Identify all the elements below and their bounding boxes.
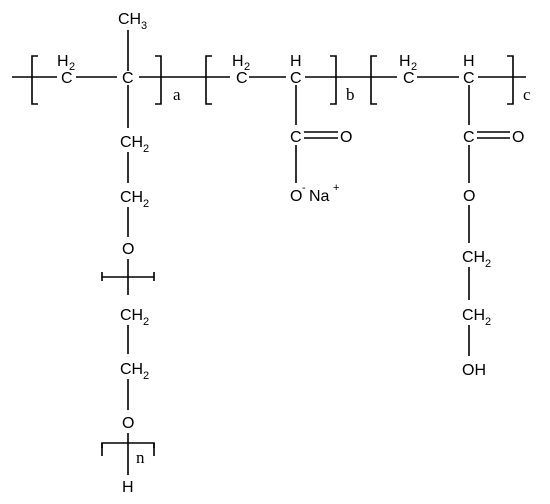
unit-b-carbonyl-c: C — [290, 129, 302, 146]
unit-b-carbonyl-o: O — [340, 129, 352, 146]
unit-c-ch2-2: CH — [462, 307, 485, 324]
quaternary-c: C — [122, 70, 134, 87]
unit-c-ch2-c: C — [403, 70, 415, 87]
side-ch2-2: CH — [120, 189, 143, 206]
unit-b-index: b — [346, 85, 355, 104]
bracket-c-open — [370, 55, 377, 105]
peg-ch2-1-sub: 2 — [143, 316, 149, 328]
peg-repeat-index: n — [136, 448, 145, 467]
bracket-a-close — [155, 55, 162, 105]
unit-a: H 2 C CH 3 C CH 2 CH 2 O CH 2 CH 2 O — [57, 11, 181, 496]
unit-c-ch-h: H — [463, 53, 475, 70]
peg-ch2-2: CH — [120, 361, 143, 378]
unit-c-index: c — [523, 85, 531, 104]
side-ch2-1-sub: 2 — [143, 143, 149, 155]
bracket-b-open — [205, 55, 212, 105]
unit-b-anion-o: O — [290, 188, 302, 205]
unit-b-ch-h: H — [290, 53, 302, 70]
side-ch2-1: CH — [120, 134, 143, 151]
repeat-brackets — [31, 55, 514, 105]
terminal-h: H — [122, 479, 134, 496]
unit-c-carbonyl-c: C — [463, 129, 475, 146]
unit-b-counter-charge: + — [333, 182, 339, 194]
unit-c-ch2-1: CH — [462, 249, 485, 266]
unit-c-ch2-h-sub: 2 — [411, 61, 417, 73]
unit-c: H 2 C H C C O O CH 2 CH 2 OH c — [399, 53, 531, 379]
ether-oxygen: O — [122, 241, 134, 258]
unit-a-ch2-h-sub: 2 — [69, 61, 75, 73]
peg-oxygen: O — [122, 415, 134, 432]
peg-ch2-2-sub: 2 — [143, 370, 149, 382]
unit-c-ch2-h: H — [399, 53, 411, 70]
unit-c-ch2-1-sub: 2 — [485, 258, 491, 270]
unit-b-counter-ion: Na — [309, 188, 330, 205]
unit-b-ch2-c: C — [236, 70, 248, 87]
bracket-b-close — [330, 55, 337, 105]
unit-b-ch2-h: H — [232, 53, 244, 70]
methyl-ch: CH — [118, 11, 141, 28]
unit-b-anion-charge: - — [302, 182, 306, 194]
bracket-c-close — [507, 55, 514, 105]
side-ch2-2-sub: 2 — [143, 198, 149, 210]
unit-b-ch2-h-sub: 2 — [244, 61, 250, 73]
unit-c-ch2-2-sub: 2 — [485, 316, 491, 328]
unit-a-ch2-c: C — [61, 70, 73, 87]
peg-bracket-top — [101, 272, 155, 278]
unit-c-carbonyl-o: O — [512, 129, 524, 146]
unit-b: H 2 C H C C O O - Na + b — [232, 53, 355, 205]
unit-a-index: a — [173, 85, 181, 104]
bracket-a-open — [31, 55, 38, 105]
unit-b-ch-c: C — [290, 70, 302, 87]
peg-ch2-1: CH — [120, 307, 143, 324]
unit-c-hydroxyl: OH — [462, 362, 486, 379]
unit-c-ch-c: C — [463, 70, 475, 87]
unit-c-ester-o: O — [463, 188, 475, 205]
unit-a-ch2-h: H — [57, 53, 69, 70]
methyl-sub: 3 — [141, 20, 147, 32]
